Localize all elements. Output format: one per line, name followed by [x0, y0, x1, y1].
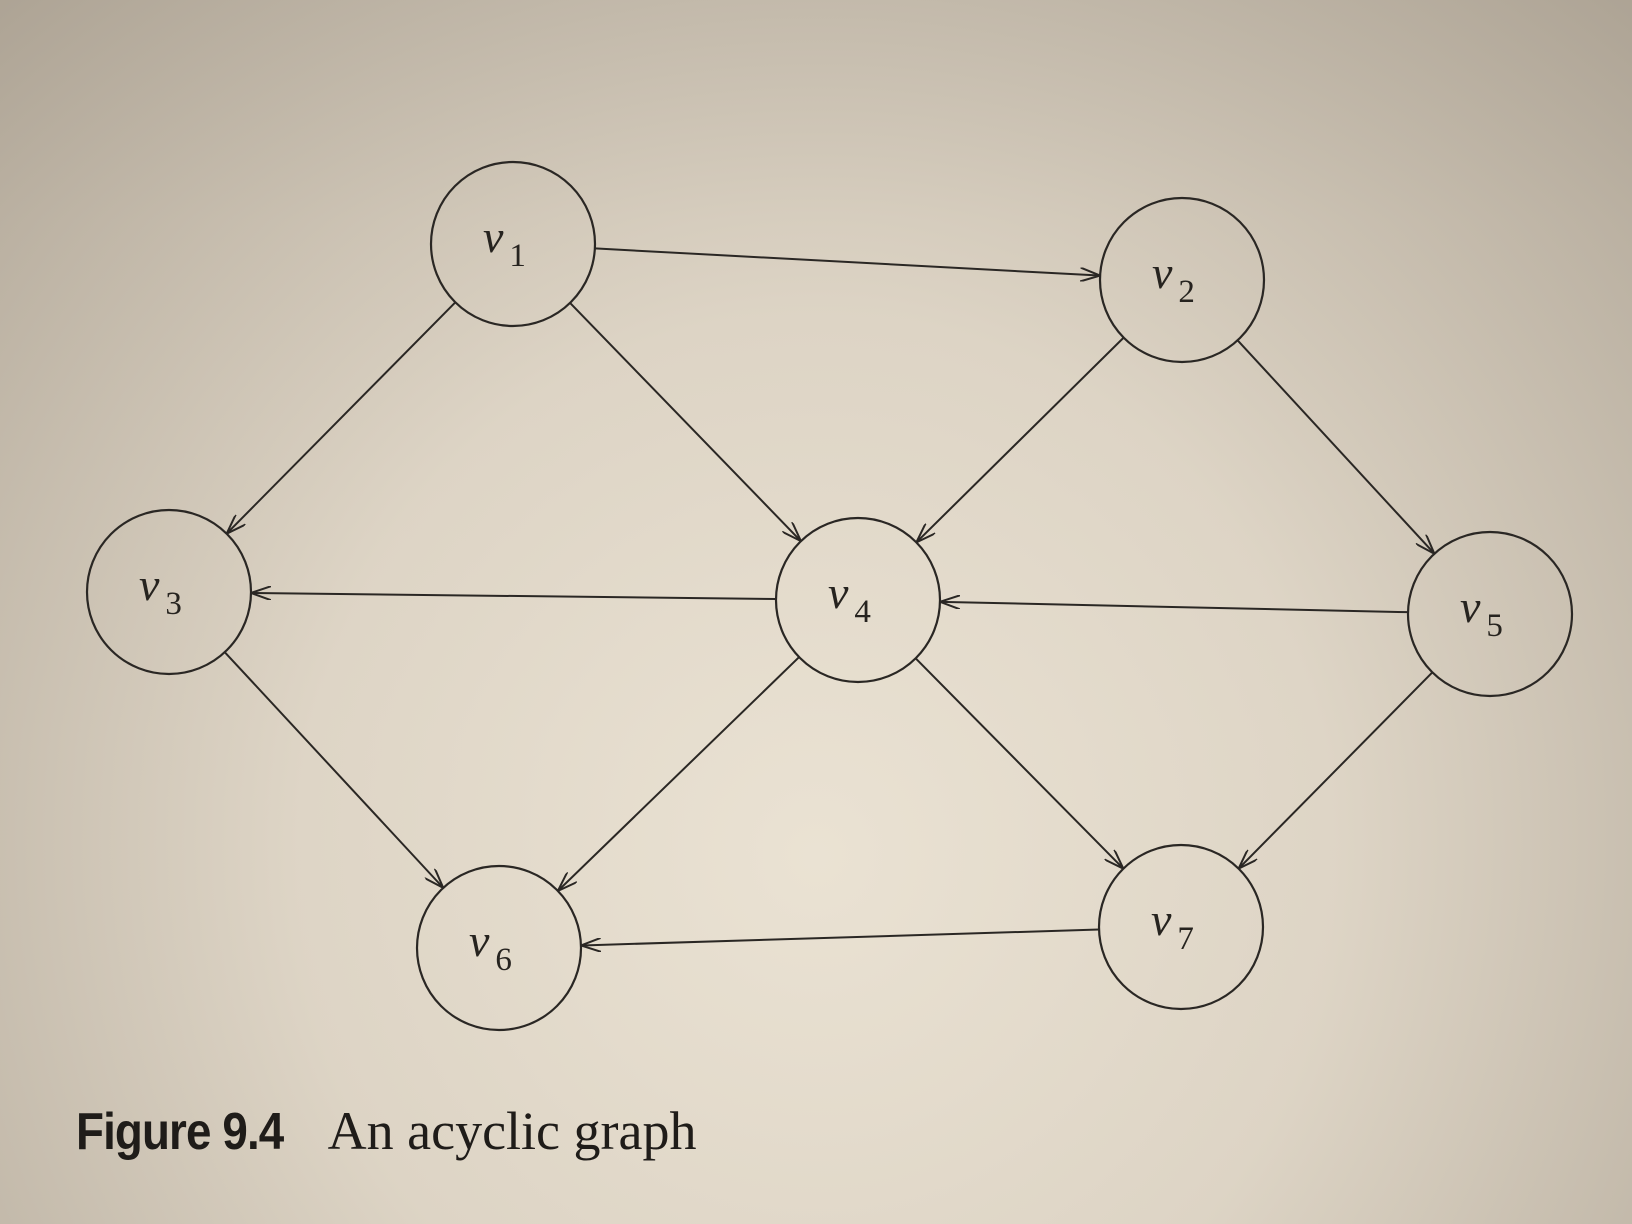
edge-v5-v4	[941, 602, 1409, 614]
edges	[224, 247, 1434, 946]
edge-v3-v6	[224, 651, 443, 887]
figure-caption: Figure 9.4 An acyclic graph	[76, 1100, 696, 1162]
edge-v4-v6	[559, 656, 800, 890]
edge-v1-v4	[569, 302, 800, 541]
node-circle-v5	[1406, 530, 1574, 698]
node-circle-v3	[85, 508, 253, 676]
edge-v1-v3	[227, 301, 457, 533]
node-circle-v4	[774, 516, 942, 684]
node-circle-v6	[415, 864, 583, 1032]
figure-title: An acyclic graph	[327, 1101, 697, 1161]
edge-v4-v7	[914, 657, 1123, 868]
node-circle-v1	[429, 160, 597, 328]
edge-v1-v2	[594, 247, 1099, 275]
edge-v7-v6	[582, 928, 1100, 946]
edge-v4-v3	[252, 593, 777, 599]
edge-v5-v7	[1239, 671, 1434, 868]
node-circle-v2	[1098, 196, 1266, 364]
figure-number: Figure 9.4	[76, 1103, 284, 1161]
node-circle-v7	[1097, 843, 1265, 1011]
edge-v2-v5	[1236, 339, 1434, 553]
edge-v2-v4	[917, 336, 1125, 542]
